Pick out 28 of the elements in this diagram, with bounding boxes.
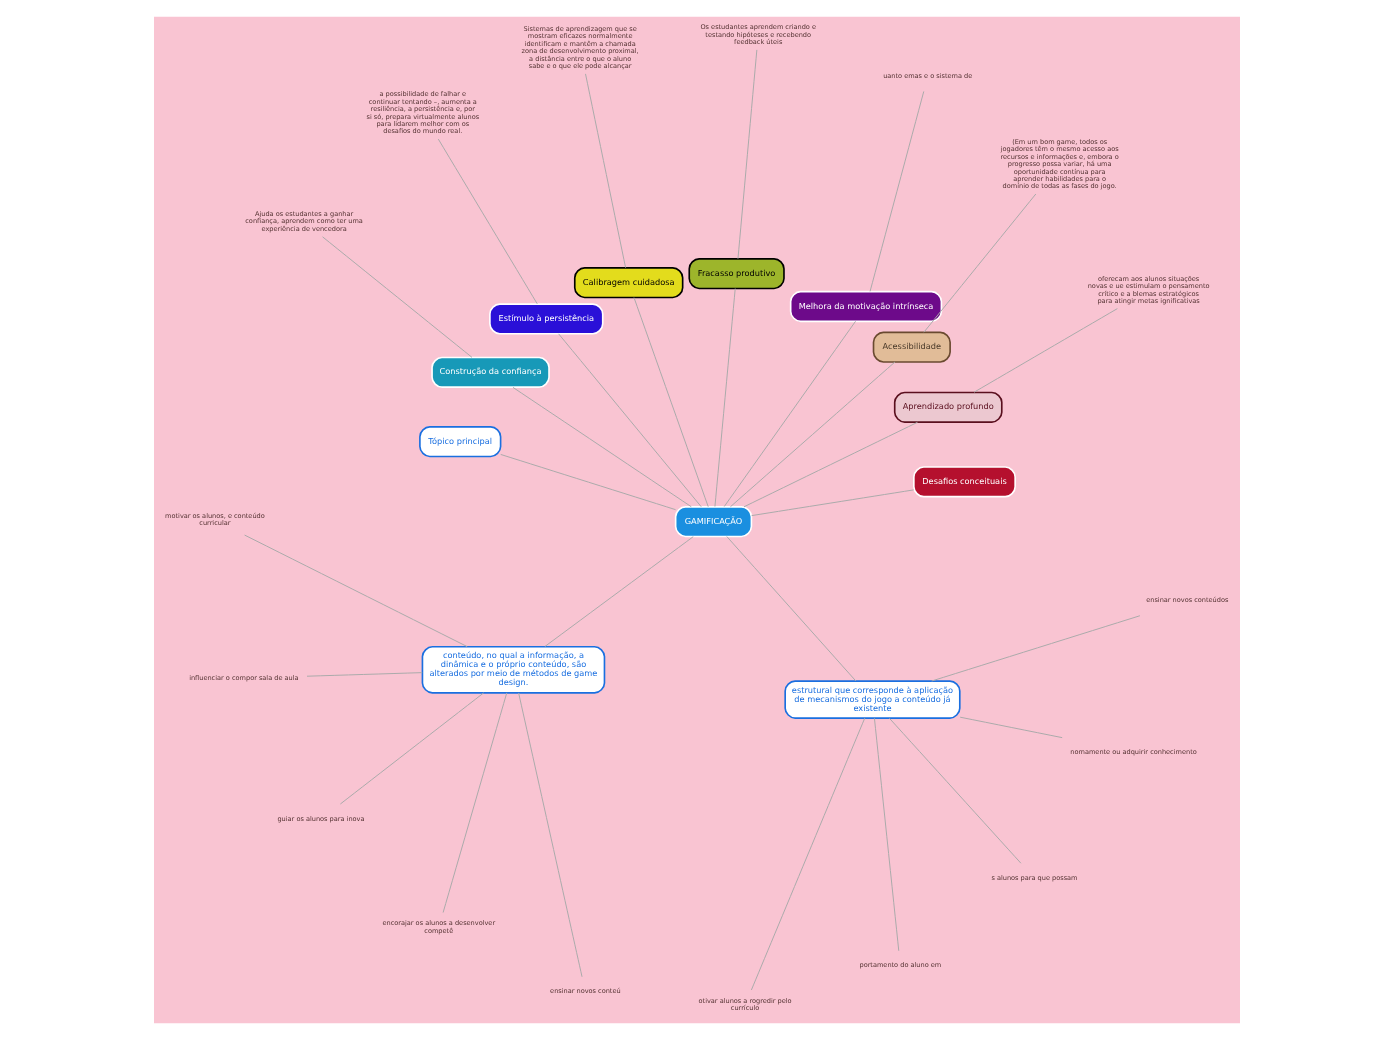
connector xyxy=(973,308,1118,393)
connector xyxy=(714,288,736,507)
connector xyxy=(869,90,925,292)
connector xyxy=(585,73,627,269)
connector xyxy=(544,536,694,647)
connector xyxy=(633,297,709,508)
connector xyxy=(518,692,583,978)
connector xyxy=(737,49,758,260)
connector xyxy=(512,386,692,508)
connector xyxy=(751,489,915,517)
connector xyxy=(873,717,900,952)
connector xyxy=(959,716,1063,739)
connector xyxy=(322,236,473,358)
connector xyxy=(442,692,508,913)
connector xyxy=(726,536,857,682)
connector xyxy=(244,534,468,648)
connector xyxy=(931,615,1141,682)
connector xyxy=(306,672,423,677)
connector xyxy=(729,361,896,508)
connector xyxy=(889,717,1022,864)
connector xyxy=(339,692,485,805)
connector xyxy=(743,421,918,508)
connector xyxy=(437,138,538,305)
connector xyxy=(723,320,856,507)
connector xyxy=(558,333,702,508)
connector xyxy=(923,193,1037,333)
connector xyxy=(500,453,677,511)
connector xyxy=(750,717,866,991)
